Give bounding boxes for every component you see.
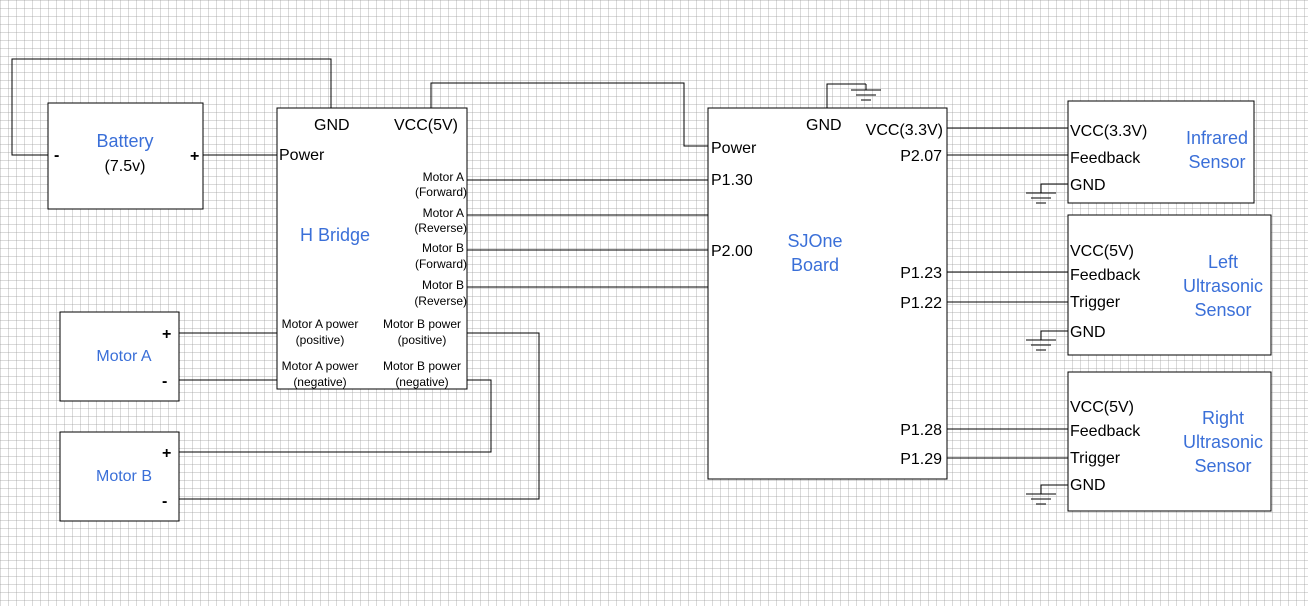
hbridge-box <box>276 107 468 390</box>
hbridge-motor-a-power-pos: Motor A power <box>282 317 359 331</box>
infrared-gnd-pin: GND <box>1070 177 1106 194</box>
motor-a-component: Motor A + - <box>59 311 180 402</box>
right-ultrasonic-gnd-pin: GND <box>1070 477 1106 494</box>
right-ultrasonic-title-line3: Sensor <box>1194 456 1251 476</box>
motor-a-neg-terminal: - <box>162 373 167 390</box>
hbridge-gnd-pin: GND <box>314 117 350 134</box>
wire-motorb-pos-power <box>179 332 540 500</box>
wire-sjone-gnd-up <box>826 83 866 108</box>
sjone-title-line1: SJOne <box>787 231 842 251</box>
sjone-p130-pin: P1.30 <box>711 172 753 189</box>
battery-pos-terminal: + <box>190 148 199 165</box>
battery-neg-terminal: - <box>54 147 59 164</box>
hbridge-motor-b-reverse-label: Motor B <box>422 278 464 292</box>
left-ultrasonic-sensor-component: VCC(5V) Feedback Trigger GND Left Ultras… <box>1067 214 1272 356</box>
right-ultrasonic-vcc-pin: VCC(5V) <box>1070 399 1134 416</box>
sjone-p122-pin: P1.22 <box>900 295 942 312</box>
battery-voltage: (7.5v) <box>105 158 146 175</box>
right-ultrasonic-box <box>1067 371 1272 512</box>
motor-b-title: Motor B <box>96 468 152 485</box>
motor-b-component: Motor B + - <box>59 431 180 522</box>
sjone-box <box>707 107 948 480</box>
wires <box>11 58 1068 500</box>
infrared-sensor-box <box>1067 100 1255 204</box>
wire-left-gnd <box>1040 330 1068 340</box>
hbridge-title: H Bridge <box>300 225 370 245</box>
hbridge-motor-a-power-neg-sub: (negative) <box>293 375 346 389</box>
hbridge-motor-a-power-neg: Motor A power <box>282 359 359 373</box>
hbridge-motor-b-forward-label: Motor B <box>422 241 464 255</box>
left-ultrasonic-title-line3: Sensor <box>1194 300 1251 320</box>
left-ultrasonic-feedback-pin: Feedback <box>1070 267 1141 284</box>
left-ultrasonic-box <box>1067 214 1272 356</box>
infrared-sensor-component: VCC(3.3V) Feedback GND Infrared Sensor <box>1067 100 1255 204</box>
ground-symbol-right-ultrasonic <box>1026 493 1056 505</box>
infrared-vcc-pin: VCC(3.3V) <box>1070 123 1147 140</box>
left-ultrasonic-title-line2: Ultrasonic <box>1183 276 1263 296</box>
hbridge-motor-b-power-neg-sub: (negative) <box>395 375 448 389</box>
sjone-title-line2: Board <box>791 255 839 275</box>
wire-hbridge-vcc-to-sjone-power <box>430 82 708 147</box>
battery-component: Battery (7.5v) - + <box>47 102 204 210</box>
motor-a-title: Motor A <box>96 348 151 365</box>
sjone-p123-pin: P1.23 <box>900 265 942 282</box>
wire-battery-neg-to-hbridge-gnd <box>11 58 332 156</box>
left-ultrasonic-gnd-pin: GND <box>1070 324 1106 341</box>
right-ultrasonic-trigger-pin: Trigger <box>1070 450 1121 467</box>
hbridge-power-pin: Power <box>279 147 325 164</box>
hbridge-motor-a-reverse-label: Motor A <box>423 206 464 220</box>
right-ultrasonic-feedback-pin: Feedback <box>1070 423 1141 440</box>
hbridge-motor-a-forward-dir: (Forward) <box>415 185 467 199</box>
wire-infrared-gnd <box>1040 183 1068 193</box>
hbridge-vcc-pin: VCC(5V) <box>394 117 458 134</box>
hbridge-motor-a-power-pos-sub: (positive) <box>296 333 345 347</box>
motor-b-pos-terminal: + <box>162 445 171 462</box>
sjone-p207-pin: P2.07 <box>900 148 942 165</box>
infrared-title-line1: Infrared <box>1186 128 1248 148</box>
wire-right-gnd <box>1040 484 1068 494</box>
ground-symbol-infrared <box>1026 192 1056 204</box>
sjone-gnd-pin: GND <box>806 117 842 134</box>
hbridge-motor-a-reverse-dir: (Reverse) <box>414 221 467 235</box>
right-ultrasonic-sensor-component: VCC(5V) Feedback Trigger GND Right Ultra… <box>1067 371 1272 512</box>
battery-box <box>47 102 204 210</box>
hbridge-motor-b-power-neg: Motor B power <box>383 359 461 373</box>
sjone-power-pin: Power <box>711 140 757 157</box>
ground-symbol-left-ultrasonic <box>1026 339 1056 351</box>
left-ultrasonic-vcc-pin: VCC(5V) <box>1070 243 1134 260</box>
left-ultrasonic-trigger-pin: Trigger <box>1070 294 1121 311</box>
motor-b-box <box>59 431 180 522</box>
battery-title: Battery <box>96 131 153 151</box>
hbridge-motor-b-power-pos-sub: (positive) <box>398 333 447 347</box>
hbridge-component: GND VCC(5V) Power H Bridge Motor A (Forw… <box>276 107 468 390</box>
hbridge-motor-b-forward-dir: (Forward) <box>415 257 467 271</box>
hbridge-motor-b-power-pos: Motor B power <box>383 317 461 331</box>
right-ultrasonic-title-line2: Ultrasonic <box>1183 432 1263 452</box>
hbridge-motor-a-forward-label: Motor A <box>423 170 464 184</box>
right-ultrasonic-title-line1: Right <box>1202 408 1244 428</box>
sjone-p129-pin: P1.29 <box>900 451 942 468</box>
left-ultrasonic-title-line1: Left <box>1208 252 1238 272</box>
ground-symbol-sjone <box>851 84 881 101</box>
infrared-feedback-pin: Feedback <box>1070 150 1141 167</box>
motor-a-box <box>59 311 180 402</box>
sjone-p128-pin: P1.28 <box>900 422 942 439</box>
sjone-p200-pin: P2.00 <box>711 243 753 260</box>
sjone-vcc33-pin: VCC(3.3V) <box>866 122 943 139</box>
infrared-title-line2: Sensor <box>1188 152 1245 172</box>
sjone-component: GND Power P1.30 P2.00 SJOne Board VCC(3.… <box>707 107 948 480</box>
hbridge-motor-b-reverse-dir: (Reverse) <box>414 294 467 308</box>
motor-b-neg-terminal: - <box>162 493 167 510</box>
motor-a-pos-terminal: + <box>162 326 171 343</box>
wire-motorb-neg-power <box>179 379 492 453</box>
